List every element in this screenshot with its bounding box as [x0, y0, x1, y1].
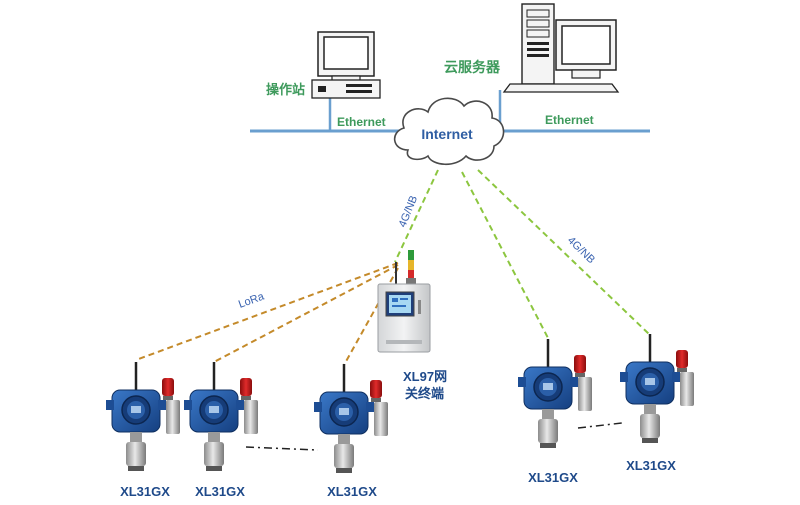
gateway-cabinet-icon [377, 250, 431, 353]
cloud-server-label: 云服务器 [444, 59, 501, 75]
operator-station-computer-icon [311, 31, 381, 99]
detector-icon [516, 337, 594, 450]
gateway-label-line1: XL97网 [403, 369, 447, 384]
gateway-label-line2: 关终端 [405, 386, 444, 401]
detector-connectors [245, 422, 623, 451]
internet-cloud-icon [393, 97, 505, 166]
detector-icon [312, 362, 390, 475]
detector-label: XL31GX [528, 470, 578, 485]
detector-icon [104, 360, 182, 473]
cloud-server-computer-icon [502, 3, 620, 93]
detector-label: XL31GX [327, 484, 377, 499]
ethernet-right-label: Ethernet [545, 113, 594, 127]
detector-label: XL31GX [626, 458, 676, 473]
operator-station-label: 操作站 [266, 82, 305, 97]
cellular-left-label: 4G/NB [397, 194, 420, 229]
ethernet-left-label: Ethernet [337, 115, 386, 129]
lora-label: LoRa [237, 290, 267, 311]
network-bus [250, 90, 650, 133]
cellular-right-label: 4G/NB [565, 235, 597, 267]
detector-label: XL31GX [120, 484, 170, 499]
detector-icon [618, 332, 696, 445]
detector-label: XL31GX [195, 484, 245, 499]
detector-icon [182, 360, 260, 473]
cellular-links [394, 169, 651, 339]
internet-label: Internet [421, 126, 473, 142]
lora-links [135, 262, 399, 366]
